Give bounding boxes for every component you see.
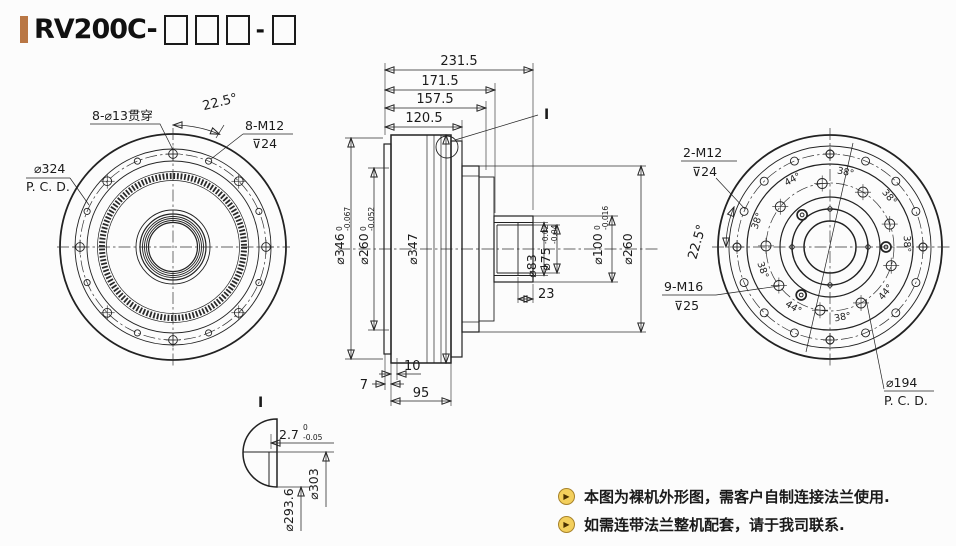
dim-length-2: 171.5	[421, 74, 458, 89]
svg-text:-0.02: -0.02	[541, 224, 550, 244]
front-pcd-dia: ⌀324	[34, 161, 65, 176]
dim-dia-260-right: ⌀260	[620, 233, 635, 264]
front-tap-depth: ⊽24	[252, 136, 277, 151]
dim-step-2-7: 2.7	[279, 427, 299, 442]
dim-dia-83: ⌀83	[524, 254, 539, 277]
svg-text:0: 0	[593, 225, 602, 230]
hole-angle-label: 38°	[754, 260, 770, 280]
rear-pin-dots	[789, 206, 871, 288]
model-placeholder-box	[225, 14, 250, 45]
rear-tap2-label: 2-M12	[683, 145, 722, 160]
detail-circle	[435, 135, 459, 159]
note-text: 如需连带法兰整机配套，请于我司联系.	[584, 516, 845, 534]
hole-angle-label: 44°	[783, 171, 803, 189]
hole-angle-label: 44°	[876, 282, 895, 302]
svg-text:-0.05: -0.05	[303, 433, 323, 442]
note-row: ▶ 本图为裸机外形图，需客户自制连接法兰使用.	[558, 486, 890, 507]
note-bullet-icon: ▶	[558, 516, 575, 533]
dim-95: 95	[413, 386, 430, 401]
detail-outline	[242, 418, 278, 488]
svg-text:⌀260: ⌀260	[620, 233, 635, 264]
svg-text:⌀293.6: ⌀293.6	[281, 488, 296, 531]
note-row: ▶ 如需连带法兰整机配套，请于我司联系.	[558, 514, 890, 535]
leader-line	[454, 114, 539, 141]
hole-angle-label: 38°	[750, 211, 766, 231]
rear-dowel-hole-centers	[798, 212, 889, 298]
section-detail-ref: I	[544, 107, 549, 123]
dim-10: 10	[404, 359, 421, 374]
hole-angle-label: 38°	[836, 165, 855, 179]
rear-tap9-label: 9-M16	[664, 279, 703, 294]
model-code: RV200C-	[34, 14, 158, 45]
front-angle-label: 22.5°	[201, 91, 239, 114]
rear-m16-holes	[758, 175, 900, 319]
hole-angle-label: 38°	[879, 187, 898, 207]
svg-text:⌀75: ⌀75	[538, 247, 553, 270]
svg-text:⌀347: ⌀347	[405, 233, 420, 264]
svg-text:⌀303: ⌀303	[306, 468, 321, 499]
dim-7: 7	[360, 378, 368, 393]
dim-dia-100: ⌀100 0 -0.016	[590, 206, 610, 265]
note-text: 本图为裸机外形图，需客户自制连接法兰使用.	[584, 488, 890, 506]
svg-text:-0.052: -0.052	[367, 207, 376, 231]
dim-dia-260-left: ⌀260 0 -0.052	[356, 207, 376, 265]
model-separator: -	[255, 14, 265, 44]
dim-length-3: 157.5	[416, 92, 453, 107]
dim-dia-293-6: ⌀293.6	[281, 488, 296, 531]
svg-text:0: 0	[303, 423, 308, 432]
dim-dia-346: ⌀346 0 -0.067	[332, 207, 352, 265]
rear-tap9-depth: ⊽25	[674, 298, 699, 313]
rear-angle-label: 22.5°	[686, 223, 710, 261]
dim-depth-23: 23	[538, 287, 555, 302]
leader-line	[69, 177, 90, 206]
dim-length-4: 120.5	[405, 111, 442, 126]
front-pcd-suffix: P. C. D.	[26, 179, 70, 194]
rear-pcd-suffix: P. C. D.	[884, 393, 928, 408]
front-tapped-holes	[83, 157, 263, 337]
front-through-holes-label: 8-⌀13贯穿	[92, 108, 153, 123]
leader-line	[865, 298, 885, 390]
rear-view: 2-M12 ⊽24 22.5° 9-M16 ⊽25 ⌀194 P. C. D. …	[662, 128, 950, 408]
front-view: 8-⌀13贯穿 22.5° 8-M12 ⊽24 ⌀324 P. C. D.	[26, 91, 293, 366]
hole-angle-label: 44°	[783, 299, 803, 317]
leader-line	[715, 177, 746, 210]
rear-pcd-dia: ⌀194	[886, 375, 917, 390]
svg-text:0: 0	[335, 226, 344, 231]
rear-tap2-depth: ⊽24	[692, 164, 717, 179]
svg-text:⌀83: ⌀83	[524, 254, 539, 277]
rear-dowel-holes	[795, 209, 892, 301]
section-view: I 231.5 171.5 157.5 120.5 ⌀346 0 -0.067	[332, 54, 660, 406]
note-bullet-icon: ▶	[558, 488, 575, 505]
dim-dia-303: ⌀303	[306, 468, 321, 499]
dim-overall-length: 231.5	[440, 54, 477, 69]
dim-dia-347: ⌀347	[405, 233, 420, 264]
svg-text:⌀346: ⌀346	[332, 233, 347, 264]
leader-line	[715, 285, 780, 296]
leader-line	[210, 133, 244, 160]
detail-view: I 2.7 0 -0.05 ⌀303 ⌀293.6	[242, 395, 334, 532]
hole-angle-label: 38°	[833, 311, 851, 325]
front-through-holes	[72, 146, 274, 348]
leader-line	[90, 123, 174, 151]
accent-bar	[20, 16, 28, 43]
svg-text:-0.04: -0.04	[550, 224, 559, 244]
front-tap-label: 8-M12	[245, 118, 284, 133]
svg-text:-0.067: -0.067	[343, 207, 352, 231]
model-placeholder-box	[194, 14, 219, 45]
dim-dia-75: ⌀75 -0.02 -0.04	[538, 224, 559, 270]
detail-ref: I	[258, 395, 263, 411]
rear-outer-holes	[730, 147, 930, 347]
model-placeholder-box	[271, 14, 296, 45]
notes: ▶ 本图为裸机外形图，需客户自制连接法兰使用. ▶ 如需连带法兰整机配套，请于我…	[558, 486, 890, 535]
model-placeholder-box	[163, 14, 188, 45]
hole-angle-label: 38°	[901, 235, 913, 252]
svg-text:⌀100: ⌀100	[590, 233, 605, 264]
svg-text:-0.016: -0.016	[601, 206, 610, 230]
model-title: RV200C- -	[20, 14, 296, 45]
svg-text:0: 0	[359, 226, 368, 231]
svg-text:⌀260: ⌀260	[356, 233, 371, 264]
hatch-region	[242, 451, 270, 487]
